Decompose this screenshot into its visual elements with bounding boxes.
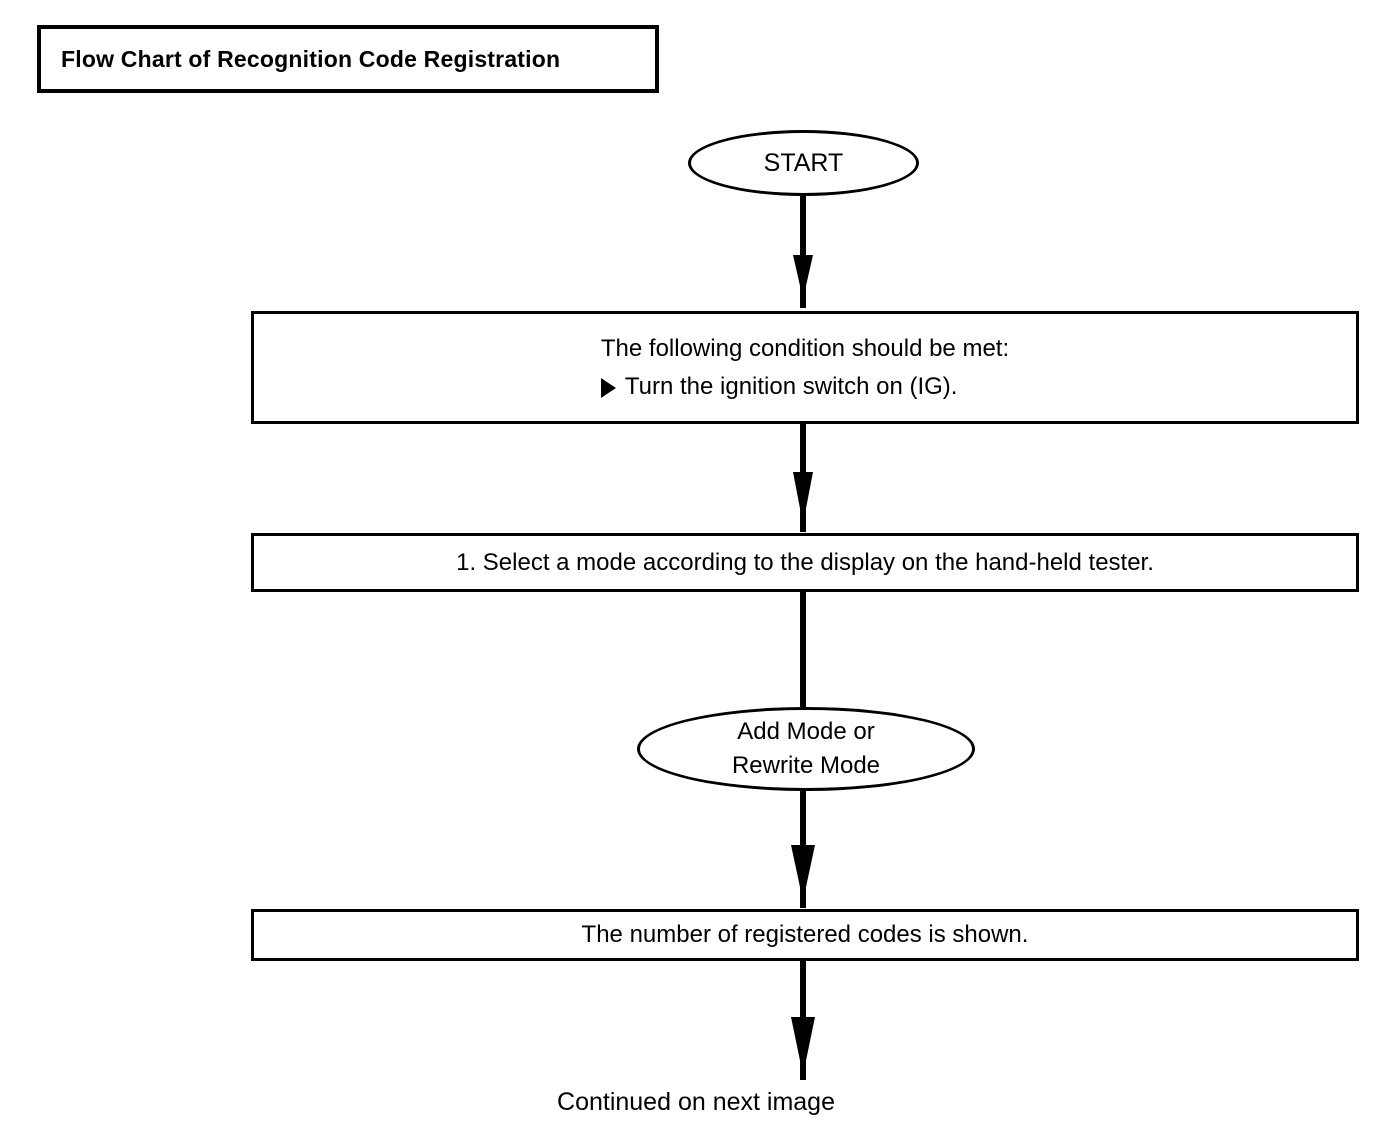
- node-start: START: [688, 130, 919, 196]
- solid-right-triangle-icon: [600, 377, 616, 398]
- node-registered-count: The number of registered codes is shown.: [251, 909, 1359, 961]
- node-condition-line2: Turn the ignition switch on (IG).: [624, 372, 958, 400]
- node-condition: The following condition should be met: T…: [251, 311, 1359, 424]
- chart-title-box: Flow Chart of Recognition Code Registrat…: [37, 25, 659, 93]
- edge-start-to-condition: [793, 193, 813, 308]
- node-select-mode-label: 1. Select a mode according to the displa…: [456, 548, 1154, 576]
- edge-registered-count-to-continued: [791, 959, 815, 1080]
- edge-condition-to-select-mode: [793, 422, 813, 532]
- node-mode-choice-content: Add Mode or Rewrite Mode: [732, 715, 880, 783]
- node-condition-content: The following condition should be met: T…: [600, 330, 1010, 406]
- node-mode-choice: Add Mode or Rewrite Mode: [637, 707, 975, 791]
- node-condition-bullet-row: Turn the ignition switch on (IG).: [600, 368, 1009, 406]
- node-registered-count-label: The number of registered codes is shown.: [581, 921, 1029, 948]
- edge-mode-oval-to-registered-count: [791, 788, 815, 908]
- node-mode-choice-line2: Rewrite Mode: [731, 752, 881, 779]
- node-condition-line1: The following condition should be met:: [600, 334, 1010, 362]
- node-start-label: START: [763, 149, 844, 177]
- continued-note-wrapper: Continued on next image: [0, 1088, 1392, 1117]
- continued-note: Continued on next image: [557, 1088, 835, 1116]
- node-mode-choice-line1: Add Mode or: [737, 718, 875, 745]
- page-title: Flow Chart of Recognition Code Registrat…: [61, 45, 561, 72]
- node-select-mode: 1. Select a mode according to the displa…: [251, 533, 1359, 592]
